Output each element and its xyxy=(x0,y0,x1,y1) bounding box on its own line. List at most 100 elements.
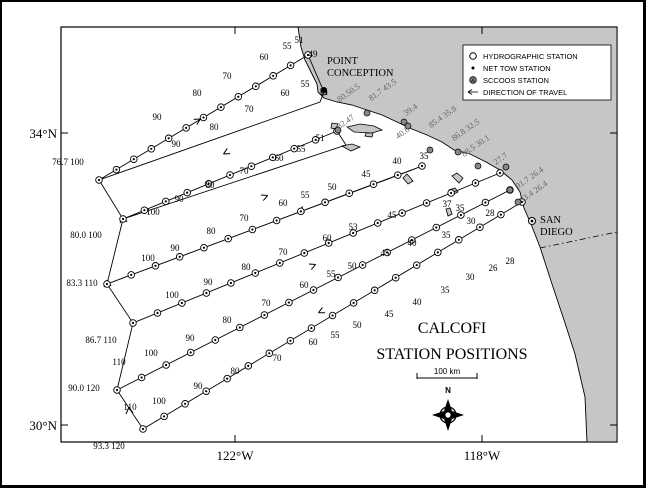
net-tow-station xyxy=(410,238,413,242)
net-tow-station xyxy=(499,213,502,216)
station-label: 70 xyxy=(273,353,283,363)
station-label: 70 xyxy=(262,298,272,308)
net-tow-station xyxy=(303,251,306,255)
net-tow-station xyxy=(205,390,208,393)
north-label: N xyxy=(445,386,451,395)
station-label: 51 xyxy=(316,133,325,143)
station-label: 80 xyxy=(223,315,233,325)
station-label: 60 xyxy=(309,337,319,347)
station-label: 60 xyxy=(323,233,333,243)
station-label: 90.0 120 xyxy=(68,383,100,393)
net-tow-station xyxy=(167,137,170,140)
net-tow-station xyxy=(415,264,418,267)
net-tow-station xyxy=(289,64,292,67)
station-label: 60 xyxy=(275,153,285,163)
sccoos-station xyxy=(400,118,408,126)
net-tow-station xyxy=(207,182,210,185)
station-label: 70 xyxy=(240,166,250,176)
sccoos-station xyxy=(454,148,462,156)
net-tow-station xyxy=(251,228,254,231)
map-title-line2: STATION POSITIONS xyxy=(376,346,527,363)
net-tow-station xyxy=(156,311,159,315)
station-label: 55 xyxy=(283,41,293,51)
direction-arrow xyxy=(125,406,134,415)
net-tow-station xyxy=(140,376,143,379)
net-tow-station xyxy=(105,282,109,286)
lon-118-label: 118°W xyxy=(464,448,501,463)
net-tow-station xyxy=(184,402,187,405)
sccoos-station xyxy=(426,146,434,154)
lat-30-label: 30°N xyxy=(29,418,57,433)
net-tow-station xyxy=(498,171,502,175)
station-label: 70 xyxy=(223,71,233,81)
net-tow-station xyxy=(238,326,241,329)
net-tow-station xyxy=(337,276,340,279)
net-tow-station xyxy=(271,156,274,159)
net-tow-station xyxy=(272,74,275,77)
station-label: 28 xyxy=(486,208,496,218)
net-tow-station xyxy=(115,168,118,171)
station-label: 90 xyxy=(194,381,204,391)
legend-box xyxy=(462,44,612,101)
net-tow-station xyxy=(474,181,477,185)
station-label: 35 xyxy=(456,203,466,213)
station-label: 90 xyxy=(171,243,181,253)
lat-34-label: 34°N xyxy=(29,126,57,141)
station-label: 50 xyxy=(353,320,363,330)
net-tow-station xyxy=(163,415,166,418)
station-label: 37 xyxy=(443,199,453,209)
net-tow-station xyxy=(436,251,439,254)
hydro-station-icon xyxy=(469,52,477,60)
net-tow-station xyxy=(372,183,375,186)
net-tow-station xyxy=(154,264,157,267)
legend-sccoos: SCCOOS STATION xyxy=(483,76,549,85)
station-label: 45 xyxy=(388,210,398,220)
station-label: 35 xyxy=(441,285,451,295)
station-label: 55 xyxy=(297,144,307,154)
station-label: 70 xyxy=(279,247,289,257)
net-tow-station xyxy=(115,388,119,392)
net-tow-station xyxy=(450,191,453,195)
station-label: 90 xyxy=(175,194,185,204)
station-label: 50 xyxy=(328,182,338,192)
net-tow-station xyxy=(263,313,266,317)
net-tow-station xyxy=(186,191,189,194)
net-tow-station xyxy=(435,226,438,229)
net-tow-station xyxy=(228,173,232,177)
net-tow-station xyxy=(185,126,188,129)
net-tow-station xyxy=(459,213,462,217)
net-tow-station xyxy=(180,301,183,305)
station-label: 70 xyxy=(240,213,250,223)
net-tow-station xyxy=(386,251,389,254)
station-label: 80 xyxy=(193,88,203,98)
direction-arrow xyxy=(223,148,231,155)
map-title-line1: CALCOFI xyxy=(418,320,486,337)
net-tow-station xyxy=(229,281,232,285)
net-tow-station xyxy=(247,364,250,367)
station-label: 100 xyxy=(144,348,158,358)
legend-hydro: HYDROGRAPHIC STATION xyxy=(483,52,578,61)
net-tow-station xyxy=(327,241,330,245)
station-label: 110 xyxy=(123,402,137,412)
net-tow-station xyxy=(254,271,257,275)
station-label: 35 xyxy=(442,230,452,240)
station-label: 53 xyxy=(349,222,359,232)
sccoos-station xyxy=(363,109,371,117)
net-tow-station xyxy=(478,226,481,229)
net-tow-station xyxy=(310,327,313,330)
net-tow-station xyxy=(219,106,222,109)
station-label: 30 xyxy=(467,216,477,226)
sccoos-station xyxy=(502,163,510,171)
net-tow-station xyxy=(165,363,168,367)
sccoos-station xyxy=(514,198,522,206)
net-tow-station xyxy=(373,289,376,292)
net-tow-station xyxy=(268,352,271,355)
net-tow-station xyxy=(202,246,205,249)
net-tow-station xyxy=(420,164,424,168)
station-label: 60 xyxy=(279,198,289,208)
station-label: 40 xyxy=(393,156,403,166)
station-label: 55 xyxy=(331,330,341,340)
station-label: 90 xyxy=(153,112,163,122)
direction-arrow xyxy=(260,194,269,201)
